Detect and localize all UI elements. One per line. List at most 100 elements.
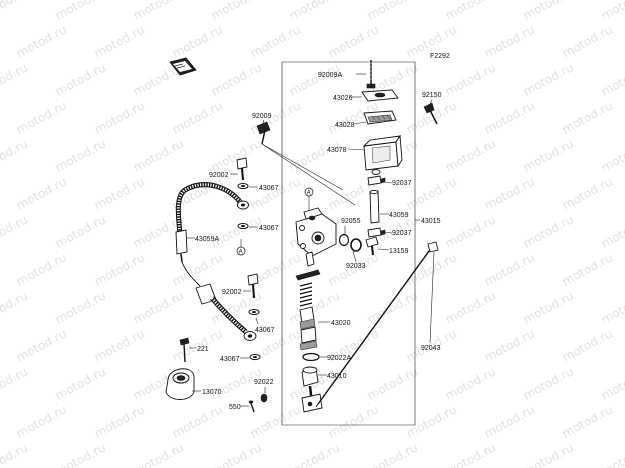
watermark-text: motod.ru [443, 60, 498, 98]
watermark-text: motod.ru [131, 136, 186, 174]
circlip-92022A-part [302, 352, 320, 362]
watermark-text: motod.ru [599, 440, 625, 468]
label-43059: 43059 [389, 212, 409, 219]
hose-fitting-part [365, 236, 379, 256]
label-43078: 43078 [327, 147, 347, 154]
watermark-text: motod.ru [443, 440, 498, 468]
brake-hose-part [175, 182, 249, 287]
gasket-lower-d-part [249, 354, 261, 360]
diagram-code: F2292 [430, 53, 450, 60]
watermark-text: motod.ru [53, 60, 108, 98]
bolt-221-part [179, 337, 190, 363]
banjo-bolt-lower-part [247, 273, 259, 299]
watermark-text: motod.ru [404, 402, 459, 440]
watermark-text: motod.ru [443, 136, 498, 174]
piston-assembly-part [295, 269, 321, 351]
watermark-text: motod.ru [443, 0, 498, 23]
manual-book-icon [169, 57, 197, 76]
watermark-text: motod.ru [92, 174, 147, 212]
reservoir-hose-part [369, 189, 380, 224]
watermark-text: motod.ru [599, 60, 625, 98]
watermark-text: motod.ru [131, 440, 186, 468]
label-13070: 13070 [202, 389, 222, 396]
watermark-text: motod.ru [0, 212, 30, 250]
label-92033: 92033 [346, 263, 366, 270]
label-92009: 92009 [252, 113, 272, 120]
watermark-text: motod.ru [521, 60, 576, 98]
watermark-text: motod.ru [482, 174, 537, 212]
watermark-text: motod.ru [560, 174, 615, 212]
watermark-text: motod.ru [521, 0, 576, 23]
watermark-text: motod.ru [365, 0, 420, 23]
watermark-text: motod.ru [0, 136, 30, 174]
watermark-text: motod.ru [482, 326, 537, 364]
label-92022: 92022 [254, 379, 274, 386]
watermark-text: motod.ru [131, 288, 186, 326]
watermark-text: motod.ru [404, 174, 459, 212]
watermark-text: motod.ru [287, 60, 342, 98]
watermark-text: motod.ru [443, 288, 498, 326]
label-92043: 92043 [421, 345, 441, 352]
watermark-text: motod.ru [92, 402, 147, 440]
watermark-text: motod.ru [599, 288, 625, 326]
watermark-text: motod.ru [248, 402, 303, 440]
watermark-text: motod.ru [521, 136, 576, 174]
ref-marker-a-upper: A [304, 187, 314, 212]
cotter-pin-part [260, 393, 268, 403]
label-92002-upper: 92002 [209, 172, 229, 179]
ref-marker-a-lower: A [236, 239, 246, 256]
label-43067-d: 43067 [220, 356, 240, 363]
banjo-bolt-upper-part [236, 157, 248, 181]
watermark-text: motod.ru [53, 212, 108, 250]
o-ring-92033-part [350, 238, 362, 252]
watermark-text: motod.ru [209, 440, 264, 468]
watermark-text: motod.ru [287, 0, 342, 23]
label-13159: 13159 [389, 248, 409, 255]
reservoir-part [362, 134, 403, 175]
label-43015: 43015 [421, 218, 441, 225]
hose-clamp-lower-part [367, 227, 386, 238]
bolt-92150-part [423, 102, 438, 125]
watermark-text: motod.ru [365, 364, 420, 402]
label-43067-b: 43067 [259, 225, 279, 232]
watermark-text: motod.ru [404, 250, 459, 288]
lower-hose-part [195, 283, 257, 341]
label-43067-c: 43067 [255, 327, 275, 334]
watermark-text: motod.ru [14, 22, 69, 60]
label-92055: 92055 [341, 218, 361, 225]
label-92009A: 92009A [318, 72, 342, 79]
push-rod-part [301, 366, 323, 413]
watermark-text: motod.ru [14, 98, 69, 136]
bracket-13070-part [165, 368, 195, 400]
watermark-text: motod.ru [53, 440, 108, 468]
watermark-text: motod.ru [92, 98, 147, 136]
watermark-text: motod.ru [248, 22, 303, 60]
watermark-text: motod.ru [170, 98, 225, 136]
label-92002-lower: 92002 [222, 289, 242, 296]
watermark-text: motod.ru [53, 0, 108, 23]
watermark-text: motod.ru [521, 212, 576, 250]
watermark-text: motod.ru [599, 212, 625, 250]
watermark-text: motod.ru [287, 136, 342, 174]
watermark-text: motod.ru [326, 402, 381, 440]
o-ring-92055-part [338, 233, 350, 247]
label-92037-upper: 92037 [392, 180, 412, 187]
watermark-text: motod.ru [560, 326, 615, 364]
watermark-text: motod.ru [92, 326, 147, 364]
watermark-text: motod.ru [560, 22, 615, 60]
watermark-text: motod.ru [209, 0, 264, 23]
watermark-text: motod.ru [560, 402, 615, 440]
label-550: 550 [229, 404, 241, 411]
watermark-text: motod.ru [0, 440, 30, 468]
gasket-upper-b-part [237, 223, 249, 229]
gasket-upper-a-part [237, 183, 249, 189]
watermark-text: motod.ru [521, 364, 576, 402]
screw-92009A-part [366, 60, 376, 89]
watermark-text: motod.ru [248, 174, 303, 212]
watermark-text: motod.ru [599, 364, 625, 402]
watermark-text: motod.ru [53, 136, 108, 174]
watermark-text: motod.ru [326, 22, 381, 60]
watermark-text: motod.ru [53, 364, 108, 402]
watermark-text: motod.ru [209, 212, 264, 250]
